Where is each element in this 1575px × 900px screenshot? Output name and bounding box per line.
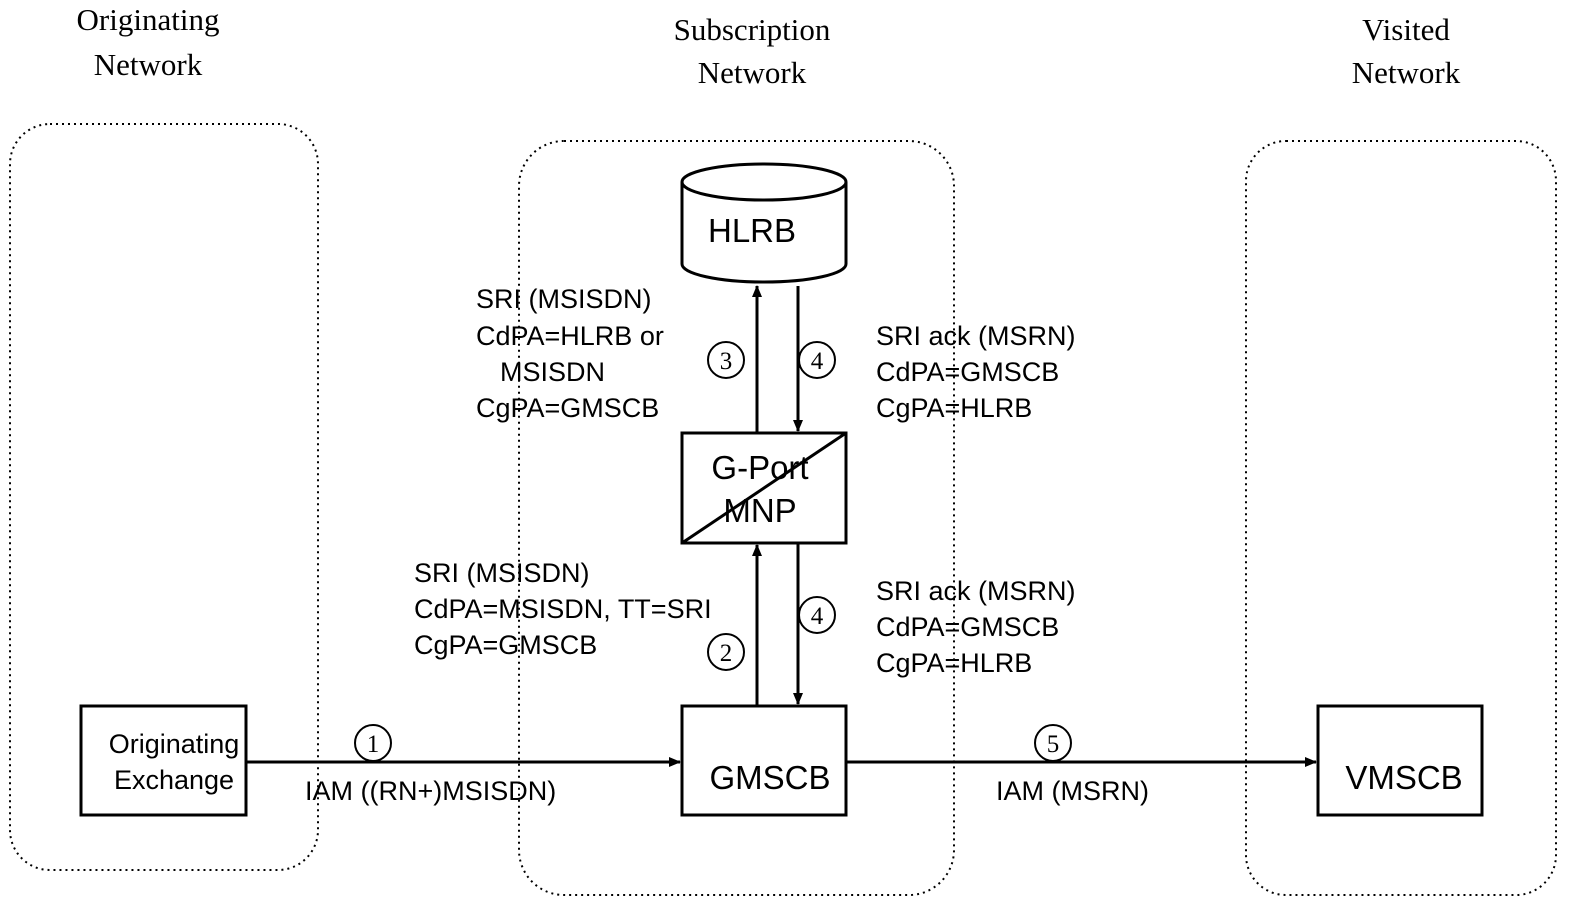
msg-sri-to-gport-line3: CgPA=GMSCB [414,630,597,660]
subscription-network-title-line2: Network [698,55,807,90]
hlrb-database: HLRB [680,162,848,284]
msg-sri-ack-from-hlr-line3: CgPA=HLRB [876,393,1032,423]
step-4a-number: 4 [811,348,824,375]
gport-mnp-box: G-Port MNP [680,431,848,545]
msg-iam-step5: IAM (MSRN) [996,776,1149,806]
msg-sri-ack-to-gmsc-line2: CdPA=GMSCB [876,612,1059,642]
msg-sri-to-hlr-line3: MSISDN [500,357,605,387]
step-marker-4b: 4 [798,596,836,634]
hlrb-label: HLRB [708,212,796,249]
originating-network-title-line2: Network [94,47,203,82]
msg-iam-step1: IAM ((RN+)MSISDN) [305,776,556,806]
step-marker-3: 3 [707,341,745,379]
msg-sri-to-gport-line1: SRI (MSISDN) [414,558,590,588]
gport-label-line2: MNP [723,492,796,529]
step-1-number: 1 [367,731,380,758]
originating-exchange-label-line1: Originating [109,729,240,759]
originating-exchange-box: Originating Exchange [79,704,248,817]
step-4b-number: 4 [811,603,824,630]
msg-sri-to-hlr-line1: SRI (MSISDN) [476,284,652,314]
step-marker-2: 2 [707,633,745,671]
gport-label-line1: G-Port [711,449,808,486]
msg-sri-to-gport-line2: CdPA=MSISDN, TT=SRI [414,594,712,624]
msg-sri-ack-from-hlr-line2: CdPA=GMSCB [876,357,1059,387]
originating-network-title-line1: Originating [77,2,220,37]
msg-sri-ack-from-hlr-line1: SRI ack (MSRN) [876,321,1076,351]
visited-network-boundary [1245,140,1557,896]
vmscb-box: VMSCB [1316,704,1484,817]
gmscb-box: GMSCB [680,704,848,817]
msg-sri-ack-to-gmsc-line1: SRI ack (MSRN) [876,576,1076,606]
subscription-network-title-line1: Subscription [674,12,831,47]
step-marker-5: 5 [1034,724,1072,762]
vmscb-label: VMSCB [1345,759,1462,796]
msg-sri-to-hlr-line4: CgPA=GMSCB [476,393,659,423]
step-2-number: 2 [720,640,733,667]
step-marker-4a: 4 [798,341,836,379]
step-marker-1: 1 [354,724,392,762]
visited-network-title-line1: Visited [1362,12,1450,47]
originating-exchange-label-line2: Exchange [114,765,234,795]
step-3-number: 3 [720,348,733,375]
step-5-number: 5 [1047,731,1060,758]
msg-sri-ack-to-gmsc-line3: CgPA=HLRB [876,648,1032,678]
msg-sri-to-hlr-line2: CdPA=HLRB or [476,321,664,351]
gmscb-label: GMSCB [709,759,830,796]
visited-network-title-line2: Network [1352,55,1461,90]
subscription-network-boundary [518,140,955,896]
originating-network-boundary [9,123,319,871]
